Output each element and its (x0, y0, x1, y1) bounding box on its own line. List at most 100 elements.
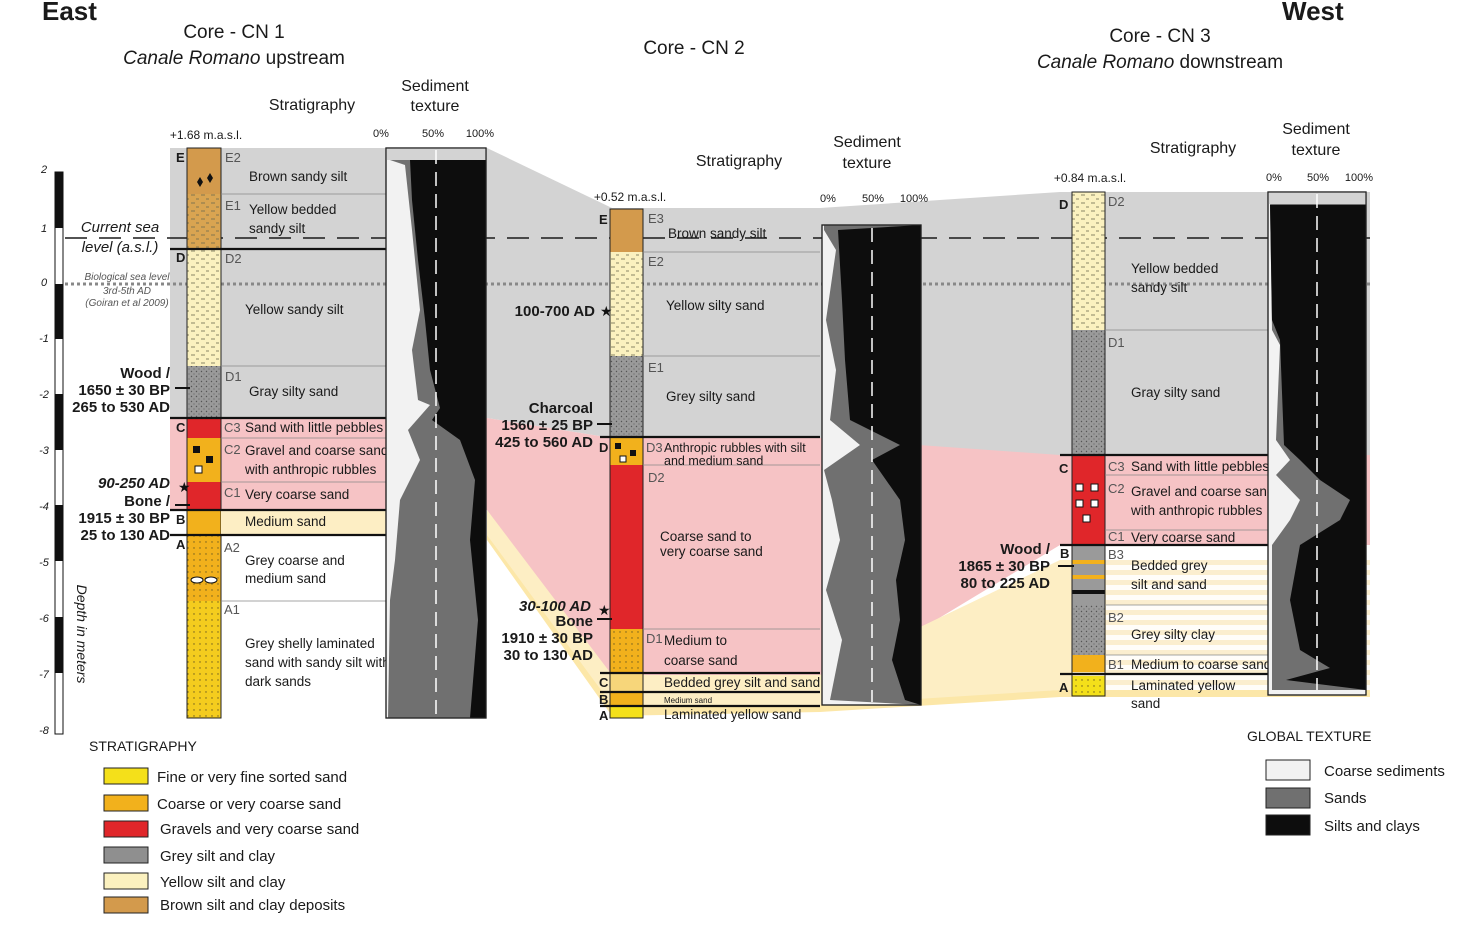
cn1-layer-labels: E2 Brown sandy silt E1 Yellow bedded san… (170, 150, 390, 689)
cn1-code-d1: D1 (225, 369, 242, 384)
cn1-code-c2: C2 (224, 442, 241, 457)
rubble-symbol (1090, 499, 1099, 508)
rubble-symbol (194, 465, 203, 474)
cn3-code-c3: C3 (1108, 459, 1125, 474)
cn1-c2 (187, 438, 221, 482)
rubble-symbol (193, 446, 200, 453)
cn3-unit-a: A (1059, 680, 1069, 695)
cn2-sediment-texture (821, 224, 922, 706)
cn2-title: Core - CN 2 (643, 38, 744, 59)
cn2-stratigraphy-header: Stratigraphy (696, 153, 782, 170)
legend-swatch (103, 846, 149, 864)
cn3-outline (1071, 191, 1106, 697)
cn3-elevation: +0.84 m.a.s.l. (1054, 171, 1126, 185)
cn3-unit-c: C (1059, 461, 1069, 476)
cn1-unit-d: D (176, 250, 185, 265)
cn2-charcoal-3: 425 to 560 AD (495, 434, 593, 451)
cn3-stratigraphy-header: Stratigraphy (1150, 140, 1236, 157)
cn2-desc-b: Medium sand (664, 696, 712, 705)
cn2-code-d2: D2 (648, 470, 665, 485)
cn1-sediment-texture (385, 147, 487, 719)
shell-symbol (207, 173, 213, 183)
cn2-outline (609, 208, 644, 719)
rubble-symbol (1082, 514, 1091, 523)
cn3-desc-a2: sand (1131, 696, 1160, 711)
cn1-wood-3: 265 to 530 AD (72, 399, 170, 416)
cn1-bone-1: Bone / (124, 493, 171, 510)
cn1-medium-sand-band (221, 510, 386, 535)
cn2-a (610, 707, 643, 718)
rubble-symbol (1075, 483, 1084, 492)
west-label: West (1282, 0, 1344, 26)
cn3-desc-c2a: Gravel and coarse sand (1131, 484, 1274, 499)
cn2-code-d1: D1 (646, 631, 663, 646)
cn1-code-c3: C3 (224, 420, 241, 435)
cn1-desc-c3: Sand with little pebbles (245, 420, 383, 435)
cn1-unit-c: C (176, 420, 186, 435)
cn3-desc-d1: Gray silty sand (1131, 385, 1220, 400)
cn1-c3 (187, 418, 221, 438)
stratigraphy-legend: STRATIGRAPHY Fine or very fine sorted sa… (89, 738, 359, 914)
cn2-unit-e: E (599, 212, 608, 227)
cn2-desc-d1a: Medium to (664, 633, 727, 648)
cn2-e3 (610, 209, 643, 252)
cn1-core-column (186, 147, 222, 719)
cn3-desc-c3: Sand with little pebbles (1131, 459, 1269, 474)
rubble-symbol (206, 456, 213, 463)
cn3-sediment-header-2: texture (1292, 142, 1341, 159)
cn2-desc-d3a: Anthropic rubbles with silt (664, 441, 806, 455)
depth-tick-1: 1 (41, 223, 47, 235)
legend-label: Gravels and very coarse sand (160, 821, 359, 838)
cn1-desc-c2b: with anthropic rubbles (244, 462, 377, 477)
shell-symbol (197, 177, 203, 187)
cn3-code-b2: B2 (1108, 610, 1124, 625)
cn2-unit-d: D (599, 440, 608, 455)
cn3-c1 (1072, 530, 1105, 545)
cn1-desc-d1: Gray silty sand (249, 384, 338, 399)
pebble-symbol (204, 576, 218, 584)
cn3-desc-c1: Very coarse sand (1131, 530, 1235, 545)
legend-item-coarse-sand: Coarse or very coarse sand (103, 794, 341, 813)
depth-tick-m3: -3 (39, 445, 50, 457)
cn2-bone-3: 30 to 130 AD (504, 647, 594, 664)
cn3-desc-d2a: Yellow bedded (1131, 261, 1218, 276)
cn3-percent-ticks: 0% 50% 100% (1266, 172, 1373, 184)
cn1-sediment-header-1: Sediment (401, 78, 469, 95)
cn2-tick-100: 100% (900, 193, 928, 205)
cn2-code-d3: D3 (646, 440, 663, 455)
cn3-sediment-header-1: Sediment (1282, 121, 1350, 138)
cn1-percent-ticks: 0% 50% 100% (373, 128, 494, 140)
rubble-symbol (1075, 499, 1084, 508)
bio-sea-level-label-2: 3rd-5th AD (103, 286, 151, 297)
rubble-symbol (619, 455, 627, 463)
legend-swatch (103, 767, 149, 785)
cn3-silts-area (1270, 205, 1366, 690)
cn2-unit-c: C (599, 675, 609, 690)
cn2-tick-50: 50% (862, 193, 884, 205)
cn3-code-b1: B1 (1108, 657, 1124, 672)
legend-label: Grey silt and clay (160, 848, 276, 865)
depth-tick-m6: -6 (39, 613, 50, 625)
legend-label: Coarse sediments (1324, 763, 1445, 780)
cn3-subtitle: Canale Romano downstream (1037, 52, 1283, 73)
cn3-unit-b: B (1060, 546, 1069, 561)
cn1-desc-a1c: dark sands (245, 674, 311, 689)
cn3-tick-50: 50% (1307, 172, 1329, 184)
legend-swatch (1265, 787, 1311, 809)
cn3-wood-2: 1865 ± 30 BP (958, 558, 1050, 575)
depth-seg (55, 284, 63, 339)
cn2-unit-b: B (599, 692, 608, 707)
legend-label: Sands (1324, 790, 1367, 807)
cn3-desc-d2b: sandy silt (1131, 280, 1188, 295)
legend-item-brown-silt: Brown silt and clay deposits (103, 896, 345, 914)
cn1-outline (186, 147, 222, 719)
cn1-desc-d2: Yellow sandy silt (245, 302, 344, 317)
cn3-sediment-texture (1267, 191, 1367, 696)
cn2-desc-d3b: and medium sand (664, 454, 763, 468)
legend-swatch (103, 896, 149, 914)
cn2-e1 (610, 356, 643, 437)
cn2-charcoal-2: 1560 ± 25 BP (501, 417, 593, 434)
cn1-desc-a2b: medium sand (245, 571, 326, 586)
cn2-bone-1: Bone (556, 613, 594, 630)
depth-tick-0: 0 (41, 277, 48, 289)
